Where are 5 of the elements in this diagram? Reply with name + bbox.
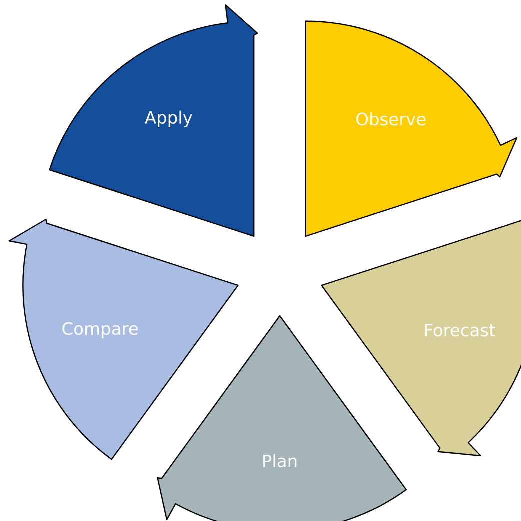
cycle-segment: Forecast bbox=[321, 218, 521, 457]
cycle-segment: Apply bbox=[49, 4, 258, 237]
cycle-segment: Observe bbox=[305, 20, 518, 237]
cycle-segment: Compare bbox=[8, 218, 239, 460]
cycle-segment: Plan bbox=[157, 315, 408, 521]
